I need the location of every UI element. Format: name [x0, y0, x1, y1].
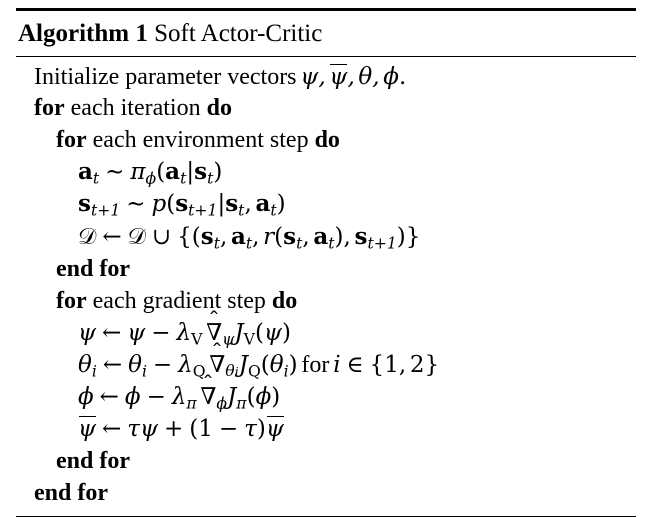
- update-theta-range: i∈{1,2}: [333, 351, 440, 378]
- keyword-end-for: end for: [34, 479, 108, 506]
- update-theta-for: for: [301, 351, 330, 378]
- line-for-grad-step: for each gradient step do: [16, 286, 636, 318]
- line-for-iteration: for each iteration do: [16, 93, 636, 125]
- line-for-env-step: for each environment step do: [16, 125, 636, 157]
- sample-action-math: at∼πϕ(at|st): [78, 158, 223, 188]
- keyword-for: for: [34, 95, 65, 122]
- for-env-step-text: each environment step: [92, 127, 309, 154]
- algorithm-label: Algorithm 1: [18, 20, 148, 47]
- keyword-for: for: [56, 287, 87, 314]
- initialize-text: Initialize parameter vectors: [34, 63, 297, 90]
- line-buffer-update: 𝒟←𝒟∪{(st,at,r(st,at),st+1)}: [16, 222, 636, 254]
- buffer-update-math: 𝒟←𝒟∪{(st,at,r(st,at),st+1)}: [78, 222, 421, 252]
- update-theta-math: θi←θi−λQ∇θiJQ(θi): [78, 352, 298, 380]
- keyword-do: do: [206, 95, 232, 122]
- sample-state-math: st+1∼p(st+1|st,at): [78, 190, 286, 220]
- line-end-for-iteration: end for: [16, 478, 636, 510]
- for-grad-step-text: each gradient step: [92, 287, 266, 314]
- update-psi-math: ψ←ψ−λV∇ψJV(ψ): [78, 320, 291, 348]
- algorithm-title: Soft Actor-Critic: [154, 20, 323, 47]
- keyword-do: do: [271, 287, 298, 314]
- line-update-target: ψ←τψ+(1−τ)ψ: [16, 414, 636, 446]
- keyword-for: for: [56, 127, 87, 154]
- line-sample-action: at∼πϕ(at|st): [16, 157, 636, 189]
- line-update-psi: ψ←ψ−λV∇ψJV(ψ): [16, 318, 636, 350]
- top-rule: [16, 8, 636, 11]
- caption-rule: [16, 55, 636, 57]
- algorithm-float: Algorithm 1 Soft Actor-Critic Initialize…: [0, 8, 650, 517]
- keyword-do: do: [314, 127, 340, 154]
- algorithm-caption: Algorithm 1 Soft Actor-Critic: [16, 11, 636, 56]
- line-end-for-env: end for: [16, 254, 636, 286]
- update-target-math: ψ←τψ+(1−τ)ψ: [78, 416, 284, 443]
- keyword-end-for: end for: [56, 447, 130, 474]
- line-sample-state: st+1∼p(st+1|st,at): [16, 189, 636, 221]
- line-end-for-grad: end for: [16, 446, 636, 478]
- keyword-end-for: end for: [56, 255, 130, 282]
- initialize-math: ψ,ψ,θ,ϕ.: [300, 63, 407, 90]
- line-update-phi: ϕ←ϕ−λπ∇ϕJπ(ϕ): [16, 382, 636, 414]
- update-phi-math: ϕ←ϕ−λπ∇ϕJπ(ϕ): [78, 384, 280, 412]
- for-iteration-text: each iteration: [70, 95, 201, 122]
